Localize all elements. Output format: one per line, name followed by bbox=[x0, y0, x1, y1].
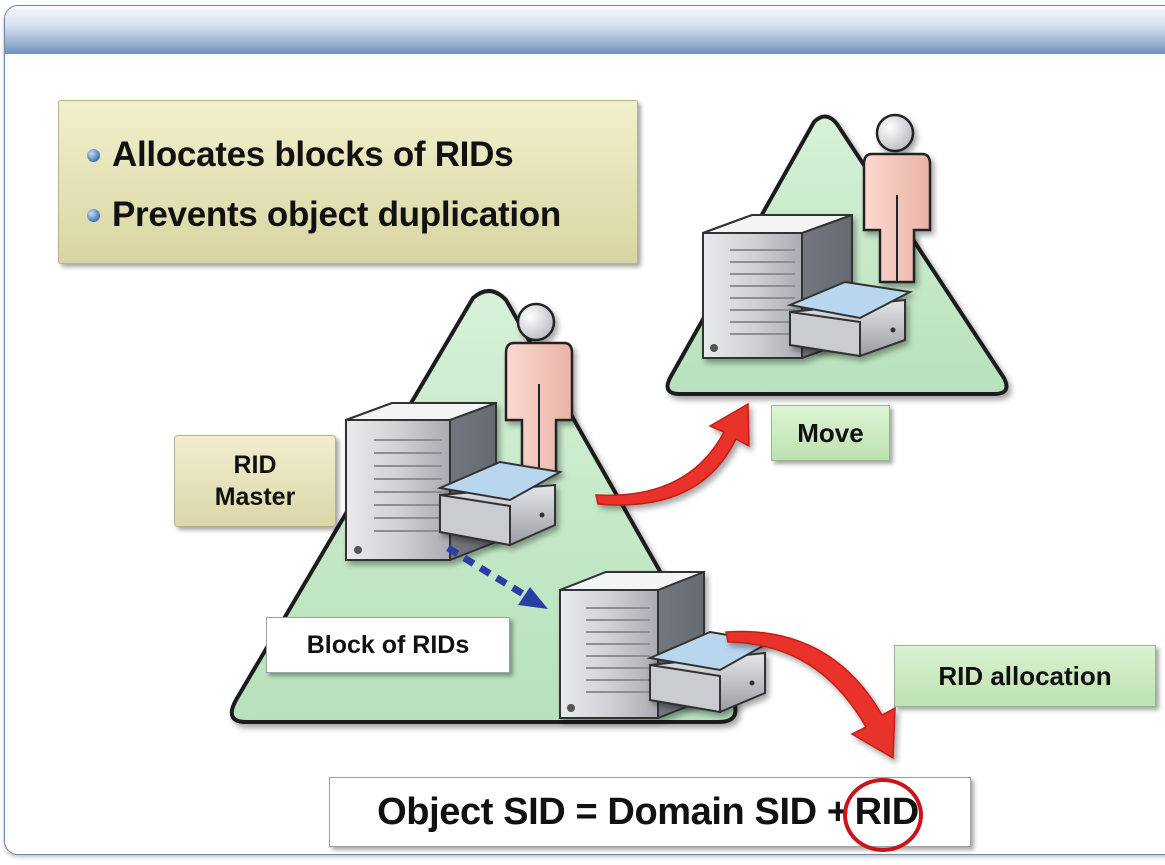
rid-allocation-label: RID allocation bbox=[894, 645, 1156, 707]
sid-formula-box: Object SID = Domain SID + RID bbox=[329, 777, 971, 852]
directory-database-icon bbox=[436, 460, 563, 547]
move-arrow bbox=[595, 402, 750, 506]
title-bar bbox=[5, 6, 1165, 54]
highlight-circle bbox=[842, 777, 923, 852]
rid-allocation-arrow bbox=[725, 630, 896, 760]
rid-master-line1: RID bbox=[233, 450, 277, 479]
block-transfer-arrow bbox=[446, 545, 548, 609]
block-of-rids-label: Block of RIDs bbox=[266, 617, 510, 673]
bullet-item: Allocates blocks of RIDs bbox=[87, 125, 637, 185]
user-icon bbox=[862, 113, 932, 284]
bullet-text: Prevents object duplication bbox=[112, 195, 561, 234]
server-icon bbox=[702, 214, 853, 359]
move-label: Move bbox=[771, 405, 890, 461]
rid-master-line2: Master bbox=[214, 483, 296, 511]
formula-rid-highlight: RID bbox=[842, 777, 923, 852]
bullet-icon bbox=[87, 208, 100, 222]
directory-database-icon bbox=[786, 280, 914, 358]
bullet-text: Allocates blocks of RIDs bbox=[112, 135, 514, 174]
rid-master-label: RID Master bbox=[174, 435, 336, 527]
rid-allocation-text: RID allocation bbox=[938, 660, 1112, 691]
move-label-text: Move bbox=[797, 417, 864, 448]
bullet-icon bbox=[87, 148, 100, 162]
formula-prefix: Object SID = Domain SID + bbox=[377, 790, 849, 833]
user-icon bbox=[504, 302, 574, 474]
block-of-rids-text: Block of RIDs bbox=[306, 630, 470, 659]
bullet-item: Prevents object duplication bbox=[87, 185, 637, 245]
bullet-list-box: Allocates blocks of RIDs Prevents object… bbox=[58, 100, 638, 264]
